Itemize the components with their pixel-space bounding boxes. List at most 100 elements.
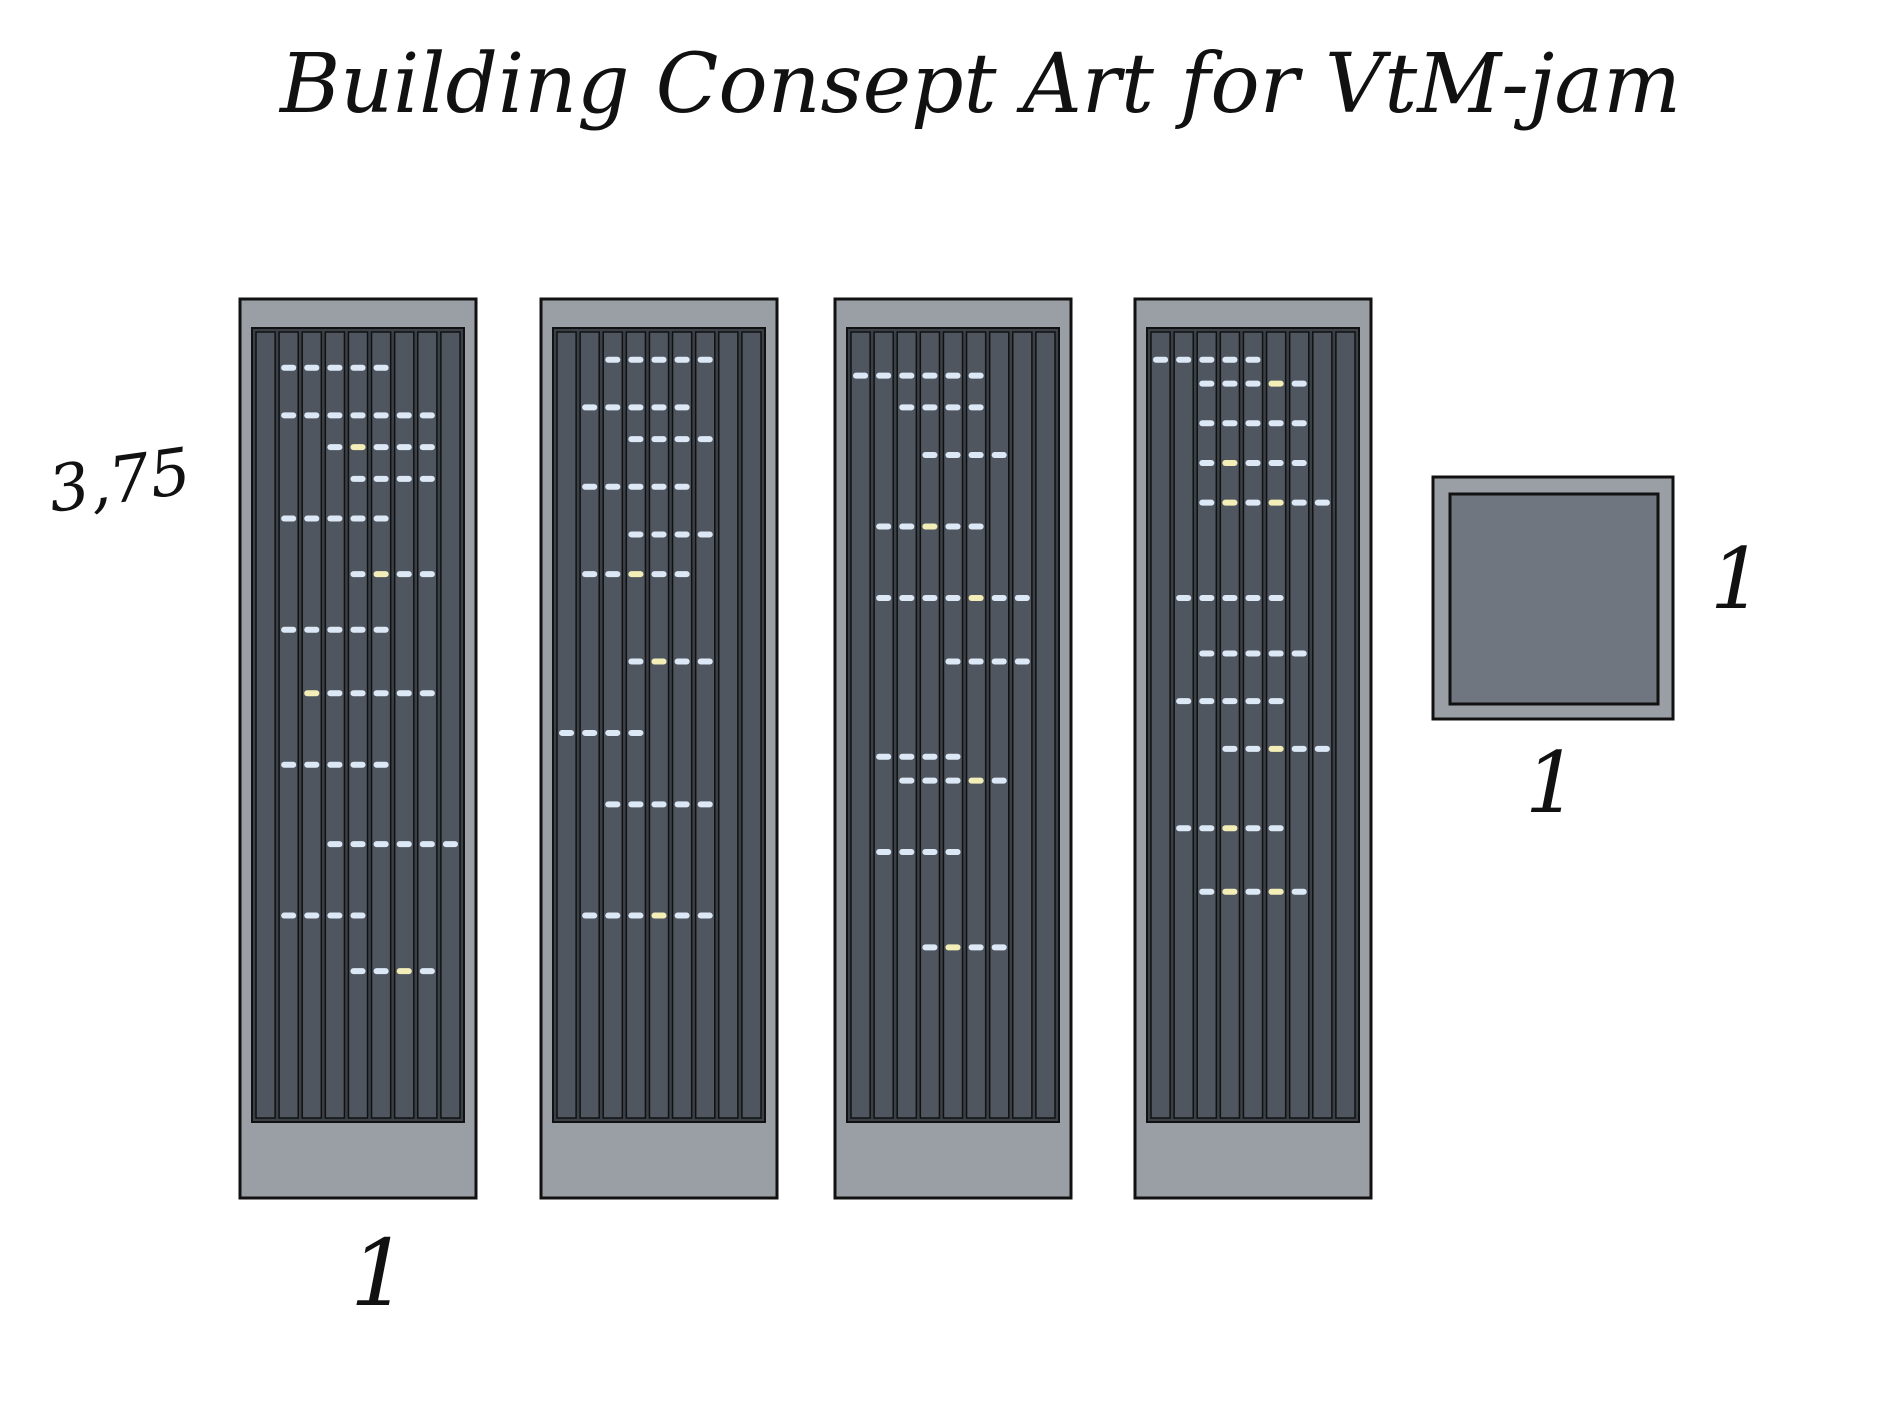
lit-window — [1245, 594, 1261, 601]
lit-window — [605, 356, 621, 363]
lit-window — [1222, 594, 1238, 601]
tower-slot — [440, 331, 461, 1119]
small-building-face — [1448, 492, 1660, 706]
lit-window — [281, 412, 297, 419]
lit-window — [876, 849, 892, 856]
lit-window — [1245, 698, 1261, 705]
lit-window — [674, 571, 690, 578]
lit-window — [1222, 380, 1238, 387]
tower-slot — [278, 331, 299, 1119]
tower-slot — [1335, 331, 1356, 1119]
lit-window — [945, 452, 961, 459]
lit-window — [899, 849, 915, 856]
lit-window — [991, 594, 1007, 601]
tower-4 — [1133, 297, 1373, 1200]
small-building — [1431, 475, 1675, 721]
lit-window — [651, 801, 667, 808]
tower-slot — [1288, 331, 1310, 1119]
lit-window — [396, 841, 412, 848]
lit-window — [304, 412, 320, 419]
lit-window — [991, 777, 1007, 784]
tower-slot — [1196, 331, 1218, 1119]
lit-window — [1176, 356, 1192, 363]
lit-window — [281, 912, 297, 919]
tower-2 — [539, 297, 779, 1200]
tower-slot — [1012, 331, 1033, 1119]
lit-window — [1199, 888, 1215, 895]
lit-window — [350, 515, 366, 522]
lit-window-warm — [396, 968, 412, 975]
lit-window — [1314, 499, 1330, 506]
lit-window — [1268, 650, 1284, 657]
tower-slot — [965, 331, 987, 1119]
lit-window — [327, 515, 343, 522]
lit-window — [922, 944, 938, 951]
lit-window — [304, 364, 320, 371]
lit-window — [396, 412, 412, 419]
tower-slot — [1265, 331, 1287, 1119]
lit-window — [628, 801, 644, 808]
lit-window — [991, 944, 1007, 951]
tower-slot — [694, 331, 716, 1119]
lit-window — [1199, 499, 1215, 506]
lit-window — [628, 356, 644, 363]
lit-window — [1176, 825, 1192, 832]
lit-window — [968, 944, 984, 951]
tower-slot — [1150, 331, 1171, 1119]
lit-window — [1176, 594, 1192, 601]
lit-window — [327, 761, 343, 768]
lit-window — [396, 690, 412, 697]
lit-window — [1245, 420, 1261, 427]
lit-window-warm — [1268, 499, 1284, 506]
lit-window — [922, 849, 938, 856]
lit-window — [1222, 745, 1238, 752]
lit-window — [1245, 499, 1261, 506]
lit-window — [876, 372, 892, 379]
tower-slot — [579, 331, 600, 1119]
lit-window — [968, 372, 984, 379]
tower-slot — [1173, 331, 1194, 1119]
lit-window — [899, 523, 915, 530]
lit-window — [327, 690, 343, 697]
tower-slot — [556, 331, 577, 1119]
tower-slot — [741, 331, 762, 1119]
lit-window — [373, 475, 389, 482]
lit-window-warm — [1222, 888, 1238, 895]
tower-width-label: 1 — [350, 1220, 409, 1327]
tower-row — [238, 297, 1373, 1200]
lit-window — [373, 841, 389, 848]
lit-window-warm — [968, 777, 984, 784]
tower-slot — [1242, 331, 1264, 1119]
lit-window — [373, 968, 389, 975]
lit-window — [1199, 698, 1215, 705]
lit-window — [396, 571, 412, 578]
lit-window — [281, 515, 297, 522]
lit-window — [899, 777, 915, 784]
lit-window — [674, 658, 690, 665]
lit-window — [373, 626, 389, 633]
lit-window — [1153, 356, 1169, 363]
lit-window — [968, 404, 984, 411]
lit-window-warm — [945, 944, 961, 951]
lit-window-warm — [968, 594, 984, 601]
lit-window — [1268, 698, 1284, 705]
lit-window — [628, 404, 644, 411]
lit-window — [1268, 459, 1284, 466]
lit-window — [697, 356, 713, 363]
lit-window — [350, 475, 366, 482]
lit-window — [419, 968, 435, 975]
lit-window — [582, 912, 598, 919]
lit-window — [559, 729, 575, 736]
tower-slot — [370, 331, 392, 1119]
lit-window — [674, 483, 690, 490]
lit-window — [1222, 356, 1238, 363]
lit-window — [945, 594, 961, 601]
lit-window — [327, 912, 343, 919]
lit-window — [674, 801, 690, 808]
tower-slot — [1219, 331, 1241, 1119]
tower-slot — [255, 331, 276, 1119]
tower-slot — [896, 331, 918, 1119]
sketch-title: Building Consept Art for VtM-jam — [278, 37, 1681, 132]
tower-slot — [850, 331, 871, 1119]
lit-window-warm — [922, 523, 938, 530]
